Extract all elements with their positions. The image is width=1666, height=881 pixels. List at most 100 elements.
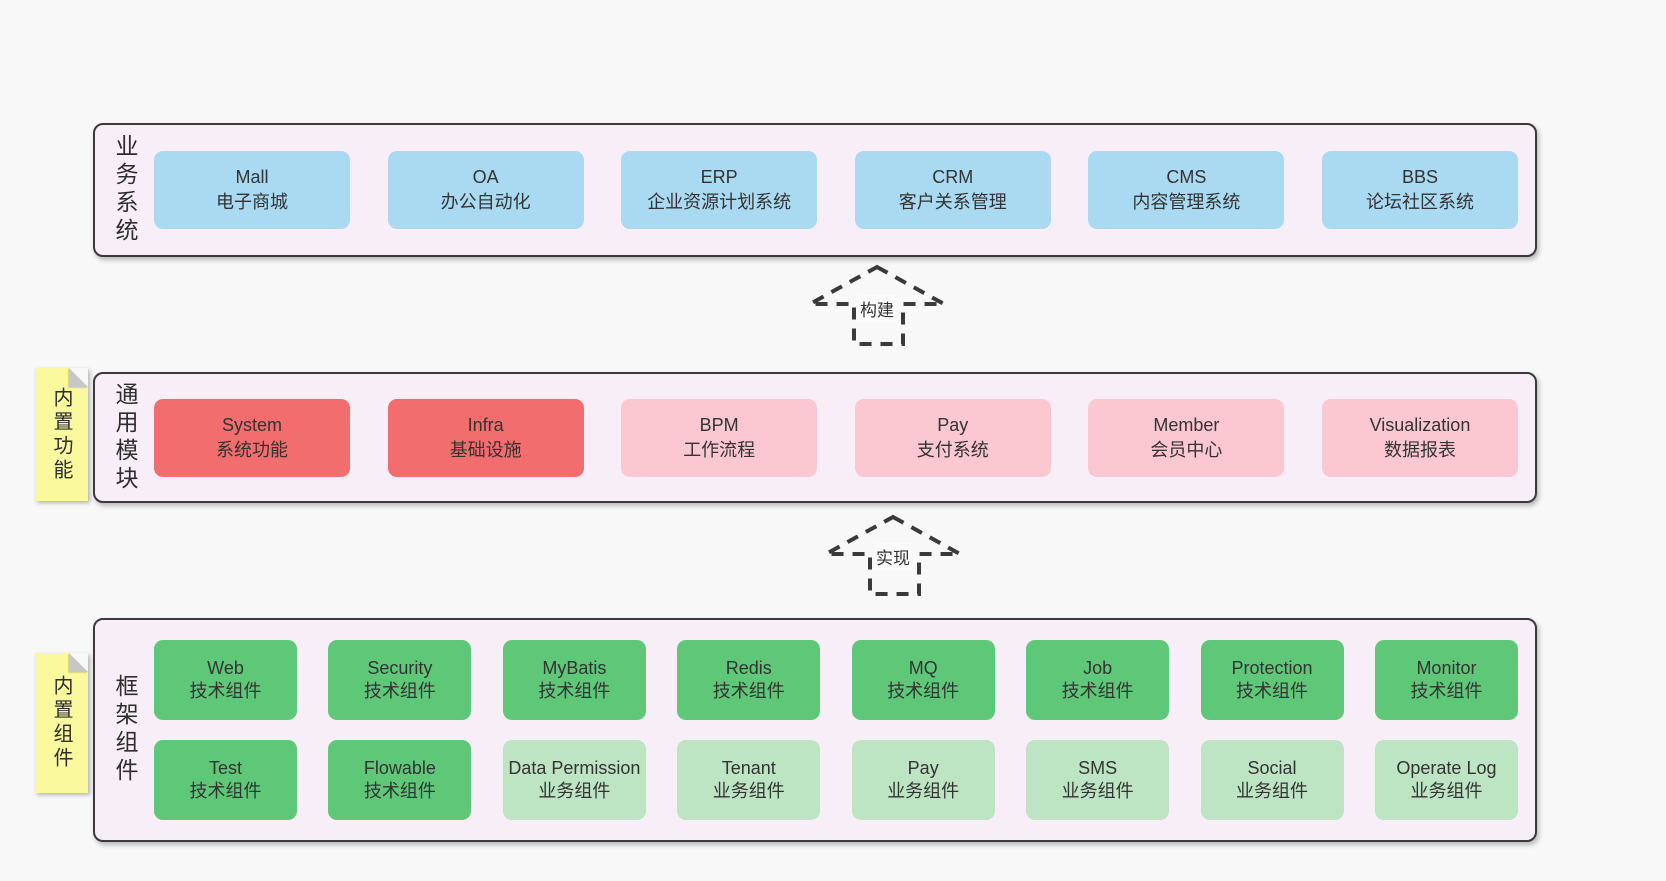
panel-modules-label: 通用模块 <box>112 381 138 494</box>
panel-components-label: 框架组件 <box>112 674 138 786</box>
panel-business-label: 业务系统 <box>112 134 138 246</box>
box-subtitle: 电子商城 <box>216 192 288 212</box>
component-box-mybatis: MyBatis 技术组件 <box>502 640 646 720</box>
component-box-tenant: Tenant 业务组件 <box>677 740 821 820</box>
box-title: MQ <box>908 658 938 678</box>
box-title: Monitor <box>1416 658 1477 678</box>
box-subtitle: 技术组件 <box>363 781 436 801</box>
component-box-security: Security 技术组件 <box>328 640 472 720</box>
up-arrow-icon <box>825 514 961 596</box>
box-subtitle: 工作流程 <box>683 439 756 460</box>
box-subtitle: 业务组件 <box>887 781 960 801</box>
box-subtitle: 业务组件 <box>538 781 611 801</box>
box-subtitle: 技术组件 <box>1061 681 1134 701</box>
box-subtitle: 数据报表 <box>1383 439 1456 460</box>
module-box-visualization: Visualization 数据报表 <box>1321 398 1518 477</box>
business-box-mall: Mall 电子商城 <box>154 151 350 229</box>
box-title: Data Permission <box>508 758 641 778</box>
box-subtitle: 技术组件 <box>538 681 611 701</box>
arrow-implement-label: 实现 <box>874 543 912 570</box>
box-title: Job <box>1083 658 1113 678</box>
box-subtitle: 会员中心 <box>1150 439 1223 460</box>
box-title: Visualization <box>1369 414 1471 435</box>
box-title: Social <box>1247 758 1297 778</box>
box-title: CRM <box>932 167 974 187</box>
box-subtitle: 技术组件 <box>887 681 960 701</box>
module-box-member: Member 会员中心 <box>1088 398 1285 477</box>
box-subtitle: 技术组件 <box>1410 681 1483 701</box>
component-box-test: Test 技术组件 <box>154 740 297 820</box>
component-box-flowable: Flowable 技术组件 <box>328 740 472 820</box>
box-title: Security <box>367 658 433 678</box>
sticky-note-text: 内置组件 <box>50 675 72 771</box>
component-box-social: Social 业务组件 <box>1200 740 1344 820</box>
box-title: System <box>221 414 282 435</box>
sticky-note-text: 内置功能 <box>50 386 72 483</box>
module-box-bpm: BPM 工作流程 <box>621 398 818 477</box>
box-subtitle: 业务组件 <box>712 781 785 801</box>
box-subtitle: 技术组件 <box>712 681 785 701</box>
box-subtitle: 技术组件 <box>189 781 262 801</box>
component-box-operate-log: Operate Log 业务组件 <box>1374 740 1518 820</box>
box-subtitle: 技术组件 <box>189 681 262 701</box>
sticky-note-builtin-components: 内置组件 <box>35 653 88 793</box>
business-box-cms: CMS 内容管理系统 <box>1088 151 1285 229</box>
arrow-implement: 实现 <box>822 512 964 600</box>
box-subtitle: 论坛社区系统 <box>1365 192 1474 212</box>
box-title: Protection <box>1231 658 1313 678</box>
arrow-build-label: 构建 <box>858 295 896 322</box>
box-title: Mall <box>235 167 269 187</box>
up-arrow-icon <box>809 264 945 346</box>
component-box-job: Job 技术组件 <box>1026 640 1170 720</box>
business-box-oa: OA 办公自动化 <box>387 151 584 229</box>
box-title: Infra <box>467 414 504 435</box>
box-title: BBS <box>1401 167 1438 187</box>
component-box-mq: MQ 技术组件 <box>851 640 995 720</box>
box-title: Tenant <box>721 758 776 778</box>
box-subtitle: 支付系统 <box>916 439 989 460</box>
box-subtitle: 技术组件 <box>363 681 436 701</box>
box-title: CMS <box>1166 167 1207 187</box>
box-subtitle: 内容管理系统 <box>1132 192 1241 212</box>
box-title: Redis <box>725 658 772 678</box>
box-subtitle: 业务组件 <box>1236 781 1309 801</box>
box-title: MyBatis <box>542 658 607 678</box>
box-subtitle: 业务组件 <box>1061 781 1134 801</box>
box-subtitle: 业务组件 <box>1410 781 1483 801</box>
component-box-sms: SMS 业务组件 <box>1026 740 1170 820</box>
box-subtitle: 基础设施 <box>449 439 522 460</box>
box-subtitle: 办公自动化 <box>440 192 531 212</box>
component-box-redis: Redis 技术组件 <box>677 640 821 720</box>
box-title: OA <box>472 167 499 187</box>
box-title: Member <box>1153 414 1220 435</box>
box-title: Operate Log <box>1396 758 1497 778</box>
box-title: Flowable <box>363 758 436 778</box>
arrow-build: 构建 <box>806 264 948 348</box>
box-title: SMS <box>1078 758 1118 778</box>
module-box-infra: Infra 基础设施 <box>387 398 584 477</box>
module-box-system: System 系统功能 <box>154 398 350 477</box>
box-subtitle: 技术组件 <box>1236 681 1309 701</box>
box-title: ERP <box>700 167 738 187</box>
component-box-data-permission: Data Permission 业务组件 <box>502 740 646 820</box>
box-subtitle: 系统功能 <box>216 439 288 460</box>
box-title: BPM <box>699 414 739 435</box>
component-box-protection: Protection 技术组件 <box>1200 640 1344 720</box>
business-box-crm: CRM 客户关系管理 <box>854 151 1051 229</box>
business-box-bbs: BBS 论坛社区系统 <box>1321 151 1518 229</box>
box-title: Test <box>208 758 242 778</box>
box-subtitle: 客户关系管理 <box>898 192 1007 212</box>
